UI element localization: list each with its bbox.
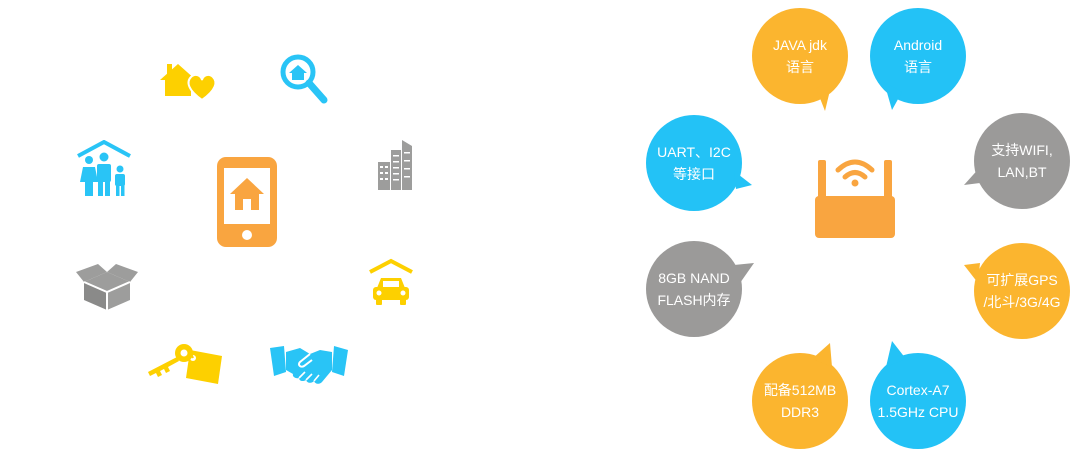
bubble-nand-line2: FLASH内存 (657, 292, 731, 308)
bubble-gps-line1: 可扩展GPS (986, 272, 1058, 288)
bubble-cpu-line2: 1.5GHz CPU (877, 404, 959, 420)
family-house-icon (77, 140, 131, 196)
bubble-ddr-line2: DDR3 (780, 404, 820, 420)
phone-house-icon (217, 157, 277, 247)
bubble-ddr-line1: 配备512MB (763, 382, 837, 398)
garage-car-icon (369, 258, 413, 305)
bubble-android-line2: 语言 (904, 59, 932, 75)
key-tag-icon (148, 344, 222, 384)
bubble-nand-shape (646, 241, 754, 337)
bubble-wifi-text: 支持WIFI, LAN,BT (974, 113, 1070, 209)
bubble-gps: 可扩展GPS /北斗/3G/4G (964, 243, 1070, 339)
bubble-ddr: 配备512MB DDR3 (752, 343, 848, 449)
bubble-uart-line2: 等接口 (673, 166, 715, 182)
bubble-cpu-shape (870, 341, 966, 449)
bubble-android: Android 语言 (870, 8, 966, 110)
handshake-icon (270, 346, 348, 384)
bubble-gps-line2: /北斗/3G/4G (983, 294, 1061, 310)
bubble-java-line1: JAVA jdk (773, 37, 827, 53)
bubble-nand: 8GB NAND FLASH内存 (646, 241, 754, 337)
building-icon (378, 140, 412, 190)
bubble-wifi-line2: LAN,BT (997, 164, 1047, 180)
bubble-wifi-line1: 支持WIFI, (991, 142, 1053, 158)
bubble-uart-text: UART、I2C 等接口 (646, 115, 742, 211)
bubble-uart: UART、I2C 等接口 (646, 115, 752, 211)
bubble-uart-shape (646, 115, 752, 211)
bubble-nand-line1: 8GB NAND (658, 270, 730, 286)
bubble-wifi: 支持WIFI, LAN,BT (964, 113, 1070, 209)
bubble-android-line1: Android (893, 37, 943, 53)
bubble-cpu-line1: Cortex-A7 (886, 382, 950, 398)
bubble-android-text: Android 语言 (870, 8, 966, 104)
bubble-uart-line1: UART、I2C (657, 144, 731, 160)
bubble-ddr-shape (752, 343, 848, 449)
house-heart-icon (160, 64, 217, 102)
bubble-gps-shape (964, 243, 1070, 339)
bubble-java-shape (752, 8, 848, 111)
bubble-cpu: Cortex-A7 1.5GHz CPU (870, 341, 966, 449)
box-icon (76, 264, 138, 310)
bubble-ddr-text: 配备512MB DDR3 (752, 353, 848, 449)
wifi-router-icon (815, 159, 895, 238)
bubble-java-text: JAVA jdk 语言 (752, 8, 848, 104)
bubble-gps-text: 可扩展GPS /北斗/3G/4G (974, 243, 1070, 339)
search-house-icon (280, 54, 328, 104)
bubble-nand-text: 8GB NAND FLASH内存 (646, 241, 742, 337)
bubble-android-shape (870, 8, 966, 110)
bubble-cpu-text: Cortex-A7 1.5GHz CPU (870, 353, 966, 449)
bubble-java: JAVA jdk 语言 (752, 8, 848, 111)
bubble-java-line2: 语言 (786, 59, 814, 75)
bubble-wifi-shape (964, 113, 1070, 209)
